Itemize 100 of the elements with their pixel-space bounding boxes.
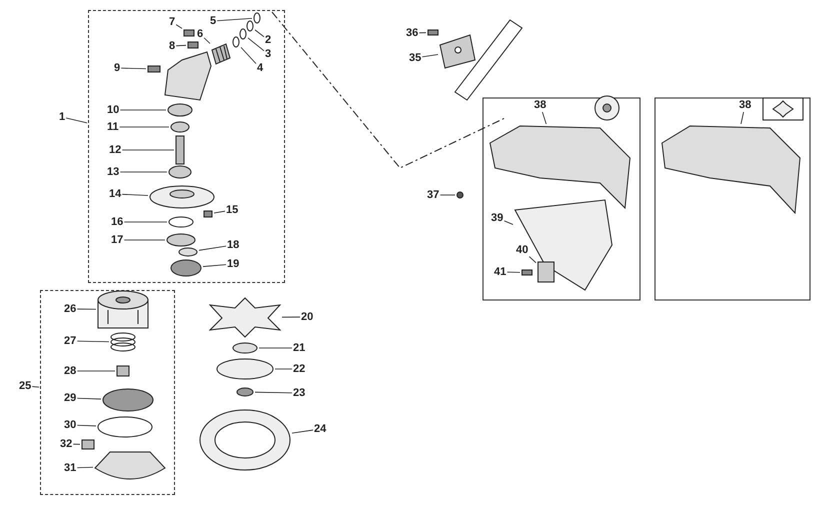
- leader-line: [254, 392, 292, 394]
- leader-line: [542, 112, 547, 124]
- bearing-drawing: [167, 103, 193, 117]
- leader-line: [32, 386, 40, 388]
- bearing-drawing: [168, 165, 192, 179]
- pinion-gear-drawing: [211, 43, 231, 65]
- leader-line: [202, 264, 226, 267]
- leader-line: [176, 24, 182, 29]
- handle-bracket-drawing: [439, 34, 476, 69]
- callout-number: 29: [64, 392, 76, 404]
- callout-number: 28: [64, 365, 76, 377]
- leader-line: [418, 32, 426, 34]
- guard-ring-drawing: [199, 409, 291, 471]
- screw-drawing: [521, 269, 533, 276]
- leader-line: [122, 194, 148, 196]
- callout-number: 38: [534, 99, 546, 111]
- leader-line: [76, 370, 116, 372]
- callout-number: 16: [111, 216, 124, 228]
- callout-number: 31: [64, 462, 76, 474]
- cover-drawing: [94, 451, 166, 481]
- shaft-drawing: [175, 135, 185, 165]
- leader-line: [76, 424, 96, 426]
- callout-number: 11: [107, 121, 119, 133]
- callout-number: 3: [265, 48, 272, 60]
- spool-housing-drawing: [97, 290, 149, 329]
- guard-drawing: [489, 125, 631, 209]
- leader-line: [528, 256, 536, 264]
- leader-line: [292, 430, 314, 434]
- callout-number: 7: [169, 16, 176, 28]
- callout-number: 20: [301, 311, 314, 323]
- leader-line: [740, 112, 744, 124]
- callout-number: 19: [227, 258, 240, 270]
- o-ring-drawing: [232, 36, 240, 48]
- callout-number: 23: [293, 387, 306, 399]
- spool-drawing: [102, 388, 154, 412]
- leader-line: [240, 47, 256, 64]
- leader-line: [248, 38, 264, 52]
- callout-number: 38: [739, 99, 752, 111]
- callout-number: 2: [265, 34, 272, 46]
- callout-number: 9: [114, 62, 120, 74]
- leader-line: [204, 37, 210, 44]
- callout-number: 6: [197, 28, 204, 40]
- button-drawing: [81, 439, 95, 450]
- nut-drawing: [236, 387, 254, 397]
- callout-number: 14: [109, 188, 122, 200]
- o-ring-drawing: [239, 28, 247, 40]
- spring-drawing: [110, 332, 136, 352]
- dashed-group-outline: [88, 10, 285, 283]
- leader-line: [66, 118, 88, 124]
- leader-line: [119, 126, 170, 128]
- callout-number: 37: [427, 189, 440, 201]
- leader-line: [198, 246, 226, 251]
- leader-line: [76, 466, 94, 468]
- leader-line: [506, 272, 520, 273]
- callout-number: 10: [107, 104, 120, 116]
- leader-line: [72, 444, 80, 445]
- callout-number: 13: [107, 166, 120, 178]
- cup-drawing: [232, 342, 258, 354]
- callout-number: 27: [64, 335, 76, 347]
- leader-line: [216, 18, 252, 22]
- bearing-drawing: [170, 121, 190, 133]
- callout-number: 15: [226, 204, 238, 216]
- callout-number: 21: [293, 342, 306, 354]
- guard-skirt-drawing: [514, 199, 613, 291]
- leader-line: [282, 316, 300, 318]
- insert-drawing: [116, 365, 130, 377]
- ring-drawing: [168, 216, 194, 228]
- leader-line: [76, 340, 110, 342]
- nut-drawing: [170, 259, 202, 277]
- washer-drawing: [166, 233, 196, 247]
- callout-number: 30: [64, 419, 76, 431]
- leader-line: [254, 29, 264, 38]
- callout-number: 24: [314, 423, 326, 435]
- leader-line: [274, 368, 292, 370]
- callout-number: 4: [257, 62, 264, 74]
- callout-number: 17: [111, 234, 124, 246]
- cup-drawing: [216, 358, 274, 380]
- o-ring-drawing: [246, 20, 254, 32]
- callout-number: 25: [19, 380, 32, 392]
- callout-number: 40: [516, 244, 528, 256]
- leader-line: [176, 44, 186, 46]
- callout-number: 26: [64, 303, 76, 315]
- callout-number: 8: [169, 40, 176, 52]
- leader-line: [214, 210, 226, 214]
- o-ring-drawing: [253, 12, 261, 24]
- dashed-group-outline: [40, 290, 175, 495]
- callout-number: 39: [491, 212, 504, 224]
- cover-plate-drawing: [149, 185, 215, 209]
- callout-number: 22: [293, 363, 306, 375]
- leader-line: [120, 68, 146, 70]
- bolt-drawing: [147, 65, 161, 73]
- leader-line: [76, 398, 102, 400]
- callout-number: 12: [109, 144, 122, 156]
- callout-number: 35: [409, 52, 422, 64]
- callout-number: 1: [59, 111, 66, 123]
- guard-drawing: [661, 125, 801, 214]
- screw-drawing: [183, 29, 195, 37]
- leader-line: [440, 194, 456, 196]
- blade-drawing: [209, 297, 281, 338]
- leader-line: [422, 54, 438, 58]
